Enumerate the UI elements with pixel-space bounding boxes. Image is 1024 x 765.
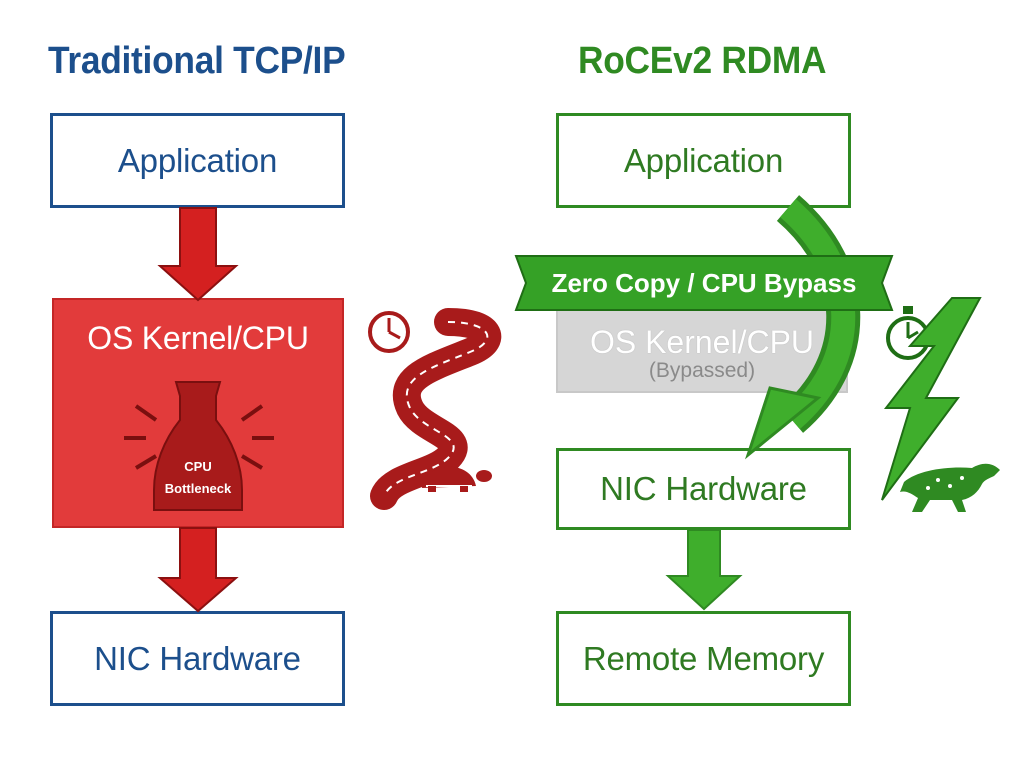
rdma-nic-hardware-box: NIC Hardware — [556, 448, 851, 530]
rdma-application-label: Application — [623, 141, 784, 179]
lightning-bolt-icon — [881, 297, 982, 501]
stopwatch-icon — [886, 306, 930, 360]
remote-memory-label: Remote Memory — [582, 639, 825, 677]
bypassed-note: (Bypassed) — [648, 359, 756, 382]
cheetah-icon — [900, 463, 1000, 512]
tcp-nic-hardware-box: NIC Hardware — [50, 611, 345, 706]
os-kernel-label: OS Kernel/CPU — [87, 320, 309, 356]
clock-icon — [368, 311, 410, 353]
tcp-application-label: Application — [117, 141, 278, 179]
arrow-nic-to-remote — [665, 529, 743, 611]
bypassed-kernel-label: OS Kernel/CPU — [589, 324, 815, 360]
bottleneck-label-line1: CPU — [184, 459, 211, 474]
rdma-title: RoCEv2 RDMA — [578, 40, 827, 82]
winding-road-icon — [370, 308, 501, 510]
turtle-icon — [422, 466, 492, 492]
tcp-title: Traditional TCP/IP — [48, 40, 346, 82]
arrow-kernel-to-nic — [157, 527, 239, 613]
bottleneck-flask-icon — [124, 381, 274, 511]
bypass-curved-arrow — [744, 195, 861, 460]
zero-copy-banner — [514, 255, 894, 311]
rdma-nic-label: NIC Hardware — [600, 470, 807, 507]
tcp-application-box: Application — [50, 113, 345, 208]
bottleneck-label-line2: Bottleneck — [165, 481, 232, 496]
remote-memory-box: Remote Memory — [556, 611, 851, 706]
arrow-app-to-kernel — [157, 207, 239, 302]
zero-copy-label: Zero Copy / CPU Bypass — [552, 268, 857, 298]
rdma-application-box: Application — [556, 113, 851, 208]
tcp-nic-label: NIC Hardware — [94, 639, 301, 677]
